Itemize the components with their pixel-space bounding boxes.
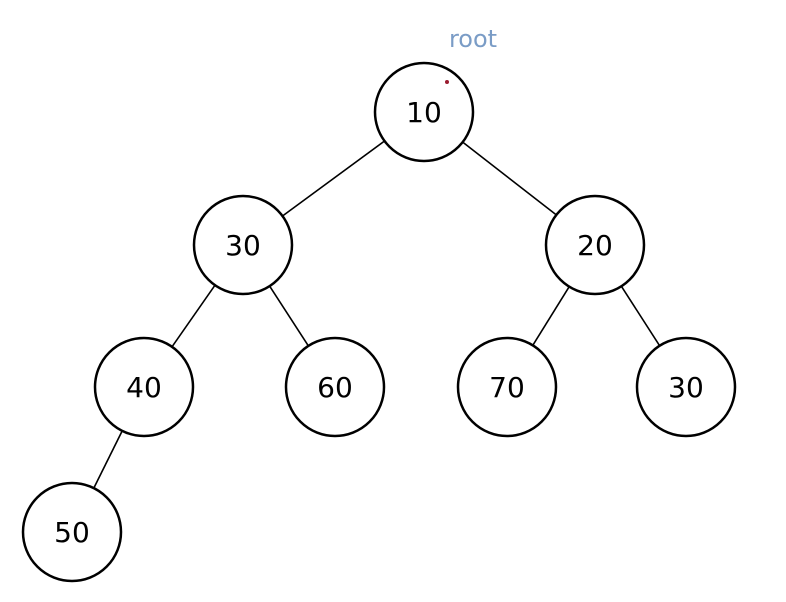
tree-edge	[620, 285, 661, 347]
nodes-layer: 10 30 20 40 60 70 30 50	[21, 61, 737, 583]
tree-edge	[171, 284, 216, 348]
edges-layer	[93, 140, 661, 489]
tree-node: 30	[192, 194, 294, 296]
node-value: 50	[54, 516, 90, 549]
node-value: 40	[126, 371, 162, 404]
tree-node: 40	[93, 336, 195, 438]
tree-edge	[93, 430, 123, 489]
tree-node: 50	[21, 481, 123, 583]
node-circle	[635, 336, 737, 438]
node-circle	[21, 481, 123, 583]
root-label: root	[449, 25, 497, 53]
tree-edge	[282, 140, 385, 217]
node-circle	[373, 61, 475, 163]
marker-dot	[445, 80, 449, 84]
tree-node: 60	[284, 336, 386, 438]
node-value: 20	[577, 229, 613, 262]
tree-edge	[462, 141, 557, 216]
node-circle	[192, 194, 294, 296]
node-value: 30	[225, 229, 261, 262]
node-value: 60	[317, 371, 353, 404]
node-circle	[93, 336, 195, 438]
node-circle	[284, 336, 386, 438]
tree-edge	[268, 285, 310, 347]
tree-node: 10	[373, 61, 475, 163]
node-value: 10	[406, 96, 442, 129]
tree-node: 70	[456, 336, 558, 438]
node-circle	[544, 194, 646, 296]
node-value: 70	[489, 371, 525, 404]
tree-node: 30	[635, 336, 737, 438]
node-value: 30	[668, 371, 704, 404]
tree-node: 20	[544, 194, 646, 296]
node-circle	[456, 336, 558, 438]
tree-edge	[532, 286, 570, 346]
